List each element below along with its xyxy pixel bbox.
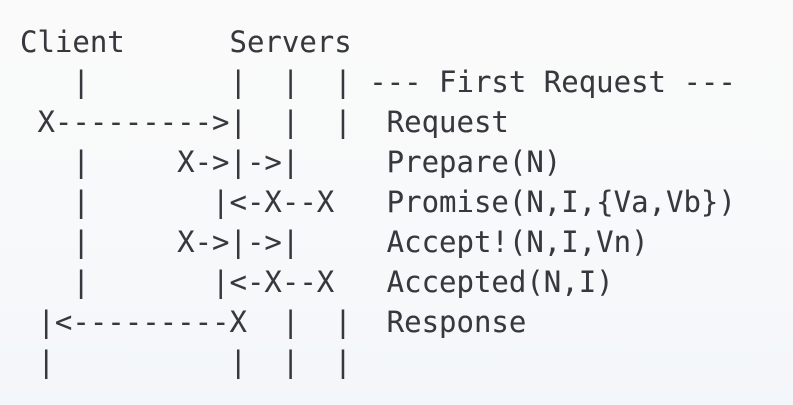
row-response: |<---------X | | Response bbox=[20, 305, 527, 339]
ascii-sequence-diagram: Client Servers | | | | --- First Request… bbox=[20, 22, 736, 382]
row-lifelines-top: | | | | --- First Request --- bbox=[20, 65, 736, 99]
row-promise: | |<-X--X Promise(N,I,{Va,Vb}) bbox=[20, 185, 736, 219]
row-accept: | X->|->| Accept!(N,I,Vn) bbox=[20, 225, 649, 259]
row-lifelines-bottom: | | | | bbox=[20, 345, 352, 379]
row-accepted: | |<-X--X Accepted(N,I) bbox=[20, 265, 614, 299]
row-prepare: | X->|->| Prepare(N) bbox=[20, 145, 562, 179]
diagram-header-row: Client Servers bbox=[20, 25, 352, 59]
row-request: X--------->| | | Request bbox=[20, 105, 509, 139]
